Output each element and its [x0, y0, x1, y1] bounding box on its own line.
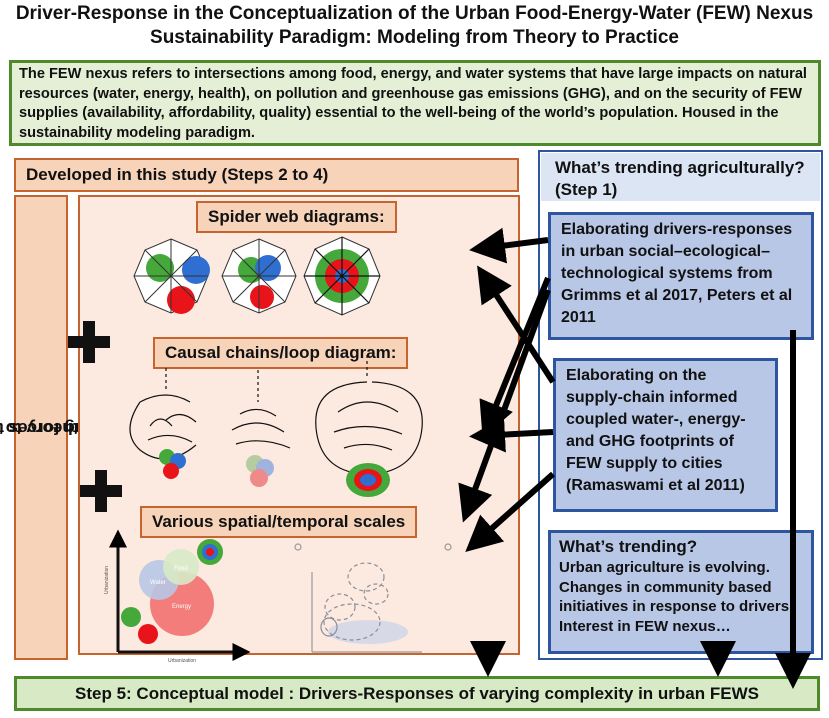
spatial-temporal-label: Various spatial/temporal scales	[140, 506, 418, 538]
arrow-box1-to-spider	[469, 227, 549, 264]
chart-ylabel: Urbanization	[104, 566, 110, 594]
causal-loop-3-target	[346, 463, 390, 497]
plus-icon	[80, 470, 122, 512]
few-nexus-definition: The FEW nexus refers to intersections am…	[9, 60, 821, 146]
causal-loop-1	[129, 368, 197, 460]
whats-trending-body: Urban agriculture is evolving. Changes i…	[559, 559, 794, 635]
arrow-box2-to-scales	[465, 471, 555, 552]
supply-chain-box: Elaborating on the supply-chain informed…	[553, 358, 778, 512]
causal-loop-3	[315, 355, 423, 475]
whats-trending-box: What’s trending? Urban agriculture is ev…	[548, 530, 814, 654]
causal-loop-2-nodes	[246, 455, 274, 487]
chart-xlabel: Urbanization	[168, 658, 196, 664]
causal-loop-2	[231, 370, 291, 449]
developed-in-study-header: Developed in this study (Steps 2 to 4)	[14, 158, 519, 192]
plus-icon	[68, 321, 110, 363]
arrow-box2-to-causal	[469, 416, 554, 453]
dashed-loop-chart	[294, 543, 452, 653]
step5-conceptual-model: Step 5: Conceptual model : Drivers-Respo…	[14, 676, 820, 711]
chart-label-food: Food	[174, 566, 188, 572]
spider-diagram-2	[221, 238, 297, 314]
spider-diagram-1	[133, 238, 210, 314]
page-title: Driver-Response in the Conceptualization…	[15, 3, 814, 48]
drivers-responses-box: Elaborating drivers-responses in urban s…	[548, 212, 814, 340]
causal-chains-label: Causal chains/loop diagram:	[153, 337, 409, 369]
flow-arrows	[458, 227, 811, 689]
vertical-label-box	[14, 195, 68, 660]
spider-web-label: Spider web diagrams:	[196, 201, 397, 233]
chart-label-water: Water	[150, 580, 166, 586]
trending-header: What’s trending agriculturally? (Step 1)	[541, 153, 820, 201]
arrow-box2-to-spider	[477, 265, 556, 384]
causal-loop-1-nodes	[159, 449, 186, 479]
spider-diagram-3	[303, 236, 381, 316]
gear-chart: Urbanization Urbanization Food Water Ene…	[104, 529, 251, 664]
arrow-box1-to-causal	[479, 276, 551, 439]
whats-trending-heading: What’s trending?	[559, 537, 698, 556]
chart-label-energy: Energy	[172, 604, 191, 610]
arrow-box1-to-scales	[458, 288, 551, 523]
